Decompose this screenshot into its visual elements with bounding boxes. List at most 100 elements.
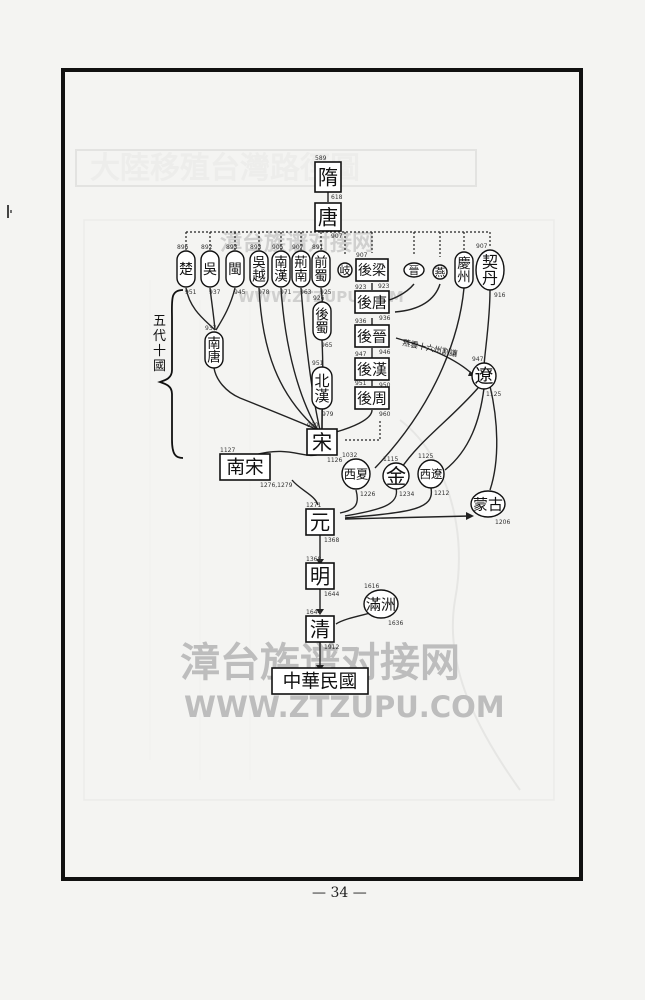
node-ming-label: 明 — [310, 564, 330, 588]
node-houzhou-year-start: 951 — [355, 380, 367, 387]
node-houshu-shape — [312, 301, 332, 341]
node-qingzhou-shape — [454, 251, 474, 289]
node-yuan-year-end: 1368 — [324, 537, 339, 544]
node-sui-year-end: 618 — [331, 194, 343, 201]
node-ming-shape — [305, 562, 335, 590]
node-zhonghua-shape — [271, 667, 369, 695]
node-xiliao-year-end: 1212 — [434, 490, 449, 497]
node-chu-shape — [176, 250, 196, 288]
node-houhan-shape — [354, 357, 390, 381]
node-song-shape — [306, 428, 338, 456]
node-liao-label: 遼 — [475, 367, 494, 388]
node-houtang-label: 後唐 — [357, 293, 387, 311]
node-qingzhou: 慶州 — [454, 251, 474, 289]
node-nanhan-year-end: 971 — [280, 289, 292, 296]
node-houjin-label: 後晉 — [357, 327, 387, 345]
node-wu-shape — [200, 250, 220, 288]
node-jinchao-year-end: 1234 — [399, 491, 414, 498]
node-qidan-year-start: 907 — [476, 243, 488, 250]
node-jingnan-shape — [291, 250, 311, 288]
node-jinchao-shape — [382, 462, 410, 490]
page-number: — 34 — — [312, 885, 367, 901]
node-xixia-year-start: 1032 — [342, 452, 357, 459]
node-jin-label: 晉 — [409, 264, 420, 277]
node-houliang-year-start: 907 — [356, 252, 368, 259]
node-jinchao-label: 金 — [386, 464, 406, 488]
node-nantang-year-start: 937 — [205, 325, 217, 332]
node-houhan-year-start: 947 — [355, 351, 367, 358]
node-qi-shape — [337, 262, 353, 278]
node-xixia-year-end: 1226 — [360, 491, 375, 498]
node-houtang-year-start: 923 — [355, 284, 367, 291]
node-beihan-year-start: 951 — [312, 360, 324, 367]
five-dynasties-bracket — [157, 289, 184, 459]
node-nantang-label: 南唐 — [207, 336, 221, 366]
node-nantang: 南唐 937 — [204, 325, 224, 369]
scan-marks — [7, 205, 12, 218]
dynasty-nodes: 隋589618唐907楚896951吳892937閩893945吳越893978… — [176, 155, 510, 695]
node-liao-year-start: 947 — [472, 356, 484, 363]
node-song-year-start: 960 — [307, 422, 319, 429]
node-qidan-year-end: 916 — [494, 292, 506, 299]
node-sui-shape — [314, 161, 342, 193]
node-houshu-year-start: 926 — [313, 295, 325, 302]
node-jin: 晉 — [403, 262, 425, 278]
node-jin-shape — [403, 262, 425, 278]
node-houhan-label: 後漢 — [357, 360, 387, 378]
node-jingnan-year-start: 907 — [292, 244, 304, 251]
node-nantang-shape — [204, 331, 224, 369]
node-beihan-label: 北漢 — [314, 372, 329, 405]
node-xixia-label: 西夏 — [344, 467, 369, 481]
node-houzhou-shape — [354, 386, 390, 410]
node-houliang-year-end: 923 — [378, 283, 390, 290]
node-qidan: 契丹 907 916 — [475, 243, 506, 299]
node-song-label: 宋 — [312, 430, 332, 454]
node-houjin-shape — [354, 324, 390, 348]
node-jinchao-year-start: 1115 — [383, 456, 398, 463]
node-qingzhou-label: 慶州 — [457, 256, 471, 286]
node-min-shape — [225, 250, 245, 288]
node-qing-shape — [305, 615, 335, 643]
node-manzhou-shape — [363, 589, 399, 619]
node-yuan-label: 元 — [310, 510, 330, 534]
node-wuyue-year-start: 893 — [250, 244, 262, 251]
node-beihan-shape — [311, 366, 333, 410]
node-qi-label: 岐 — [340, 264, 351, 277]
node-min-year-end: 945 — [234, 289, 246, 296]
node-houhan-year-end: 950 — [379, 382, 391, 389]
node-ming-year-start: 1368 — [306, 556, 321, 563]
node-nanhan-shape — [271, 250, 291, 288]
five-dynasties-label: 五代十國 — [153, 314, 166, 374]
node-qing-label: 清 — [310, 617, 330, 641]
node-qing-year-start: 1644 — [306, 609, 321, 616]
node-wuyue-year-end: 978 — [258, 289, 270, 296]
node-xiliao-shape — [417, 459, 445, 489]
node-yan: 燕 — [432, 264, 448, 280]
node-liao-shape — [471, 362, 497, 390]
node-zhonghua-label: 中華民國 — [283, 672, 358, 693]
node-nansong-year-start: 1127 — [220, 447, 235, 454]
node-qidan-label: 契丹 — [482, 253, 498, 288]
page-frame — [61, 68, 583, 881]
node-houliang-shape — [355, 258, 389, 282]
node-min-year-start: 893 — [226, 244, 238, 251]
node-menggu-label: 蒙古 — [473, 495, 503, 513]
node-tang-year-end: 907 — [331, 233, 343, 240]
